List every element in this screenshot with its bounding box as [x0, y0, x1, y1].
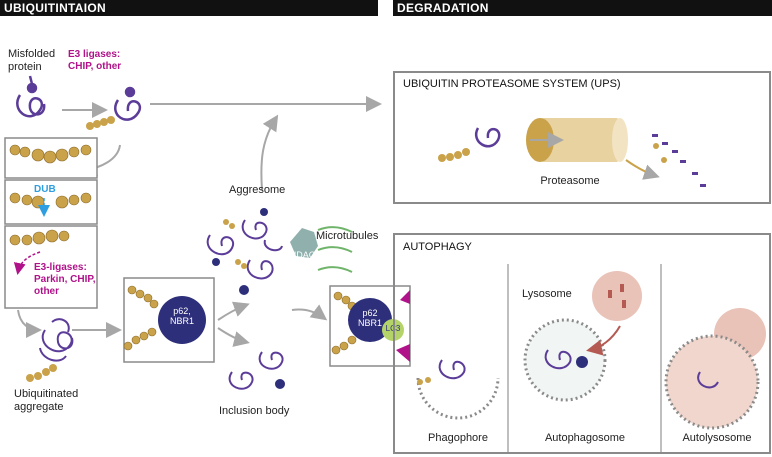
peptide-fragments-icon	[652, 134, 706, 187]
aggresome-label: Aggresome	[229, 184, 286, 196]
e3-ligases-2-label: E3-ligases: Parkin, CHIP, other	[34, 262, 96, 297]
inclusion-body-label: Inclusion body	[219, 405, 290, 417]
ubiquitin-chain-1	[9, 144, 92, 164]
ubiquitinated-aggregate-label: Ubiquitinated aggregate	[14, 388, 79, 413]
p62-receptor-1	[158, 296, 206, 344]
autolysosome-icon	[664, 308, 766, 430]
ubiquitin-chain-2	[9, 192, 92, 209]
autophagy-panel	[393, 233, 771, 454]
e3-ligases-label: E3 ligases: CHIP, other	[68, 49, 122, 72]
p62-nbr1-label-1: p62, NBR1	[169, 306, 194, 326]
misfolded-protein-label: Misfolded protein	[8, 48, 56, 73]
degradation-header: DEGRADATION	[393, 0, 772, 16]
hdac6-label: HDAC6	[289, 250, 321, 260]
aggresome-icon	[206, 208, 318, 295]
microtubules-label: Microtubules	[316, 230, 379, 242]
phagophore-icon	[416, 359, 500, 420]
autolysosome-label: Autolysosome	[682, 432, 752, 444]
autophagosome-icon	[523, 318, 607, 402]
lysosome-label: Lysosome	[522, 288, 572, 300]
ubiquitin-chain-3	[9, 229, 70, 246]
ups-panel	[393, 71, 771, 204]
hdac6-shape	[290, 228, 318, 258]
inclusion-body-icon	[228, 351, 285, 390]
proteasome-label: Proteasome	[540, 175, 600, 187]
autophagy-title: AUTOPHAGY	[403, 241, 472, 253]
ubiquitinated-protein-icon	[86, 86, 142, 130]
dub-label: DUB	[34, 184, 56, 195]
phagophore-label: Phagophore	[428, 432, 488, 444]
ubiquitination-header: UBIQUITINTAION	[0, 0, 378, 16]
ubiquitinated-aggregate-icon	[26, 318, 74, 382]
lysosome-icon	[592, 271, 642, 321]
misfolded-protein-icon	[16, 75, 46, 118]
ups-title: UBIQUITIN PROTEASOME SYSTEM (UPS)	[403, 78, 621, 90]
autophagosome-label: Autophagosome	[544, 432, 626, 444]
proteasome-icon	[526, 118, 628, 162]
ups-substrate-icon	[438, 127, 501, 162]
p62-receptor-2	[348, 298, 392, 342]
p62-nbr1-label-2: p62 NBR1	[357, 308, 382, 328]
